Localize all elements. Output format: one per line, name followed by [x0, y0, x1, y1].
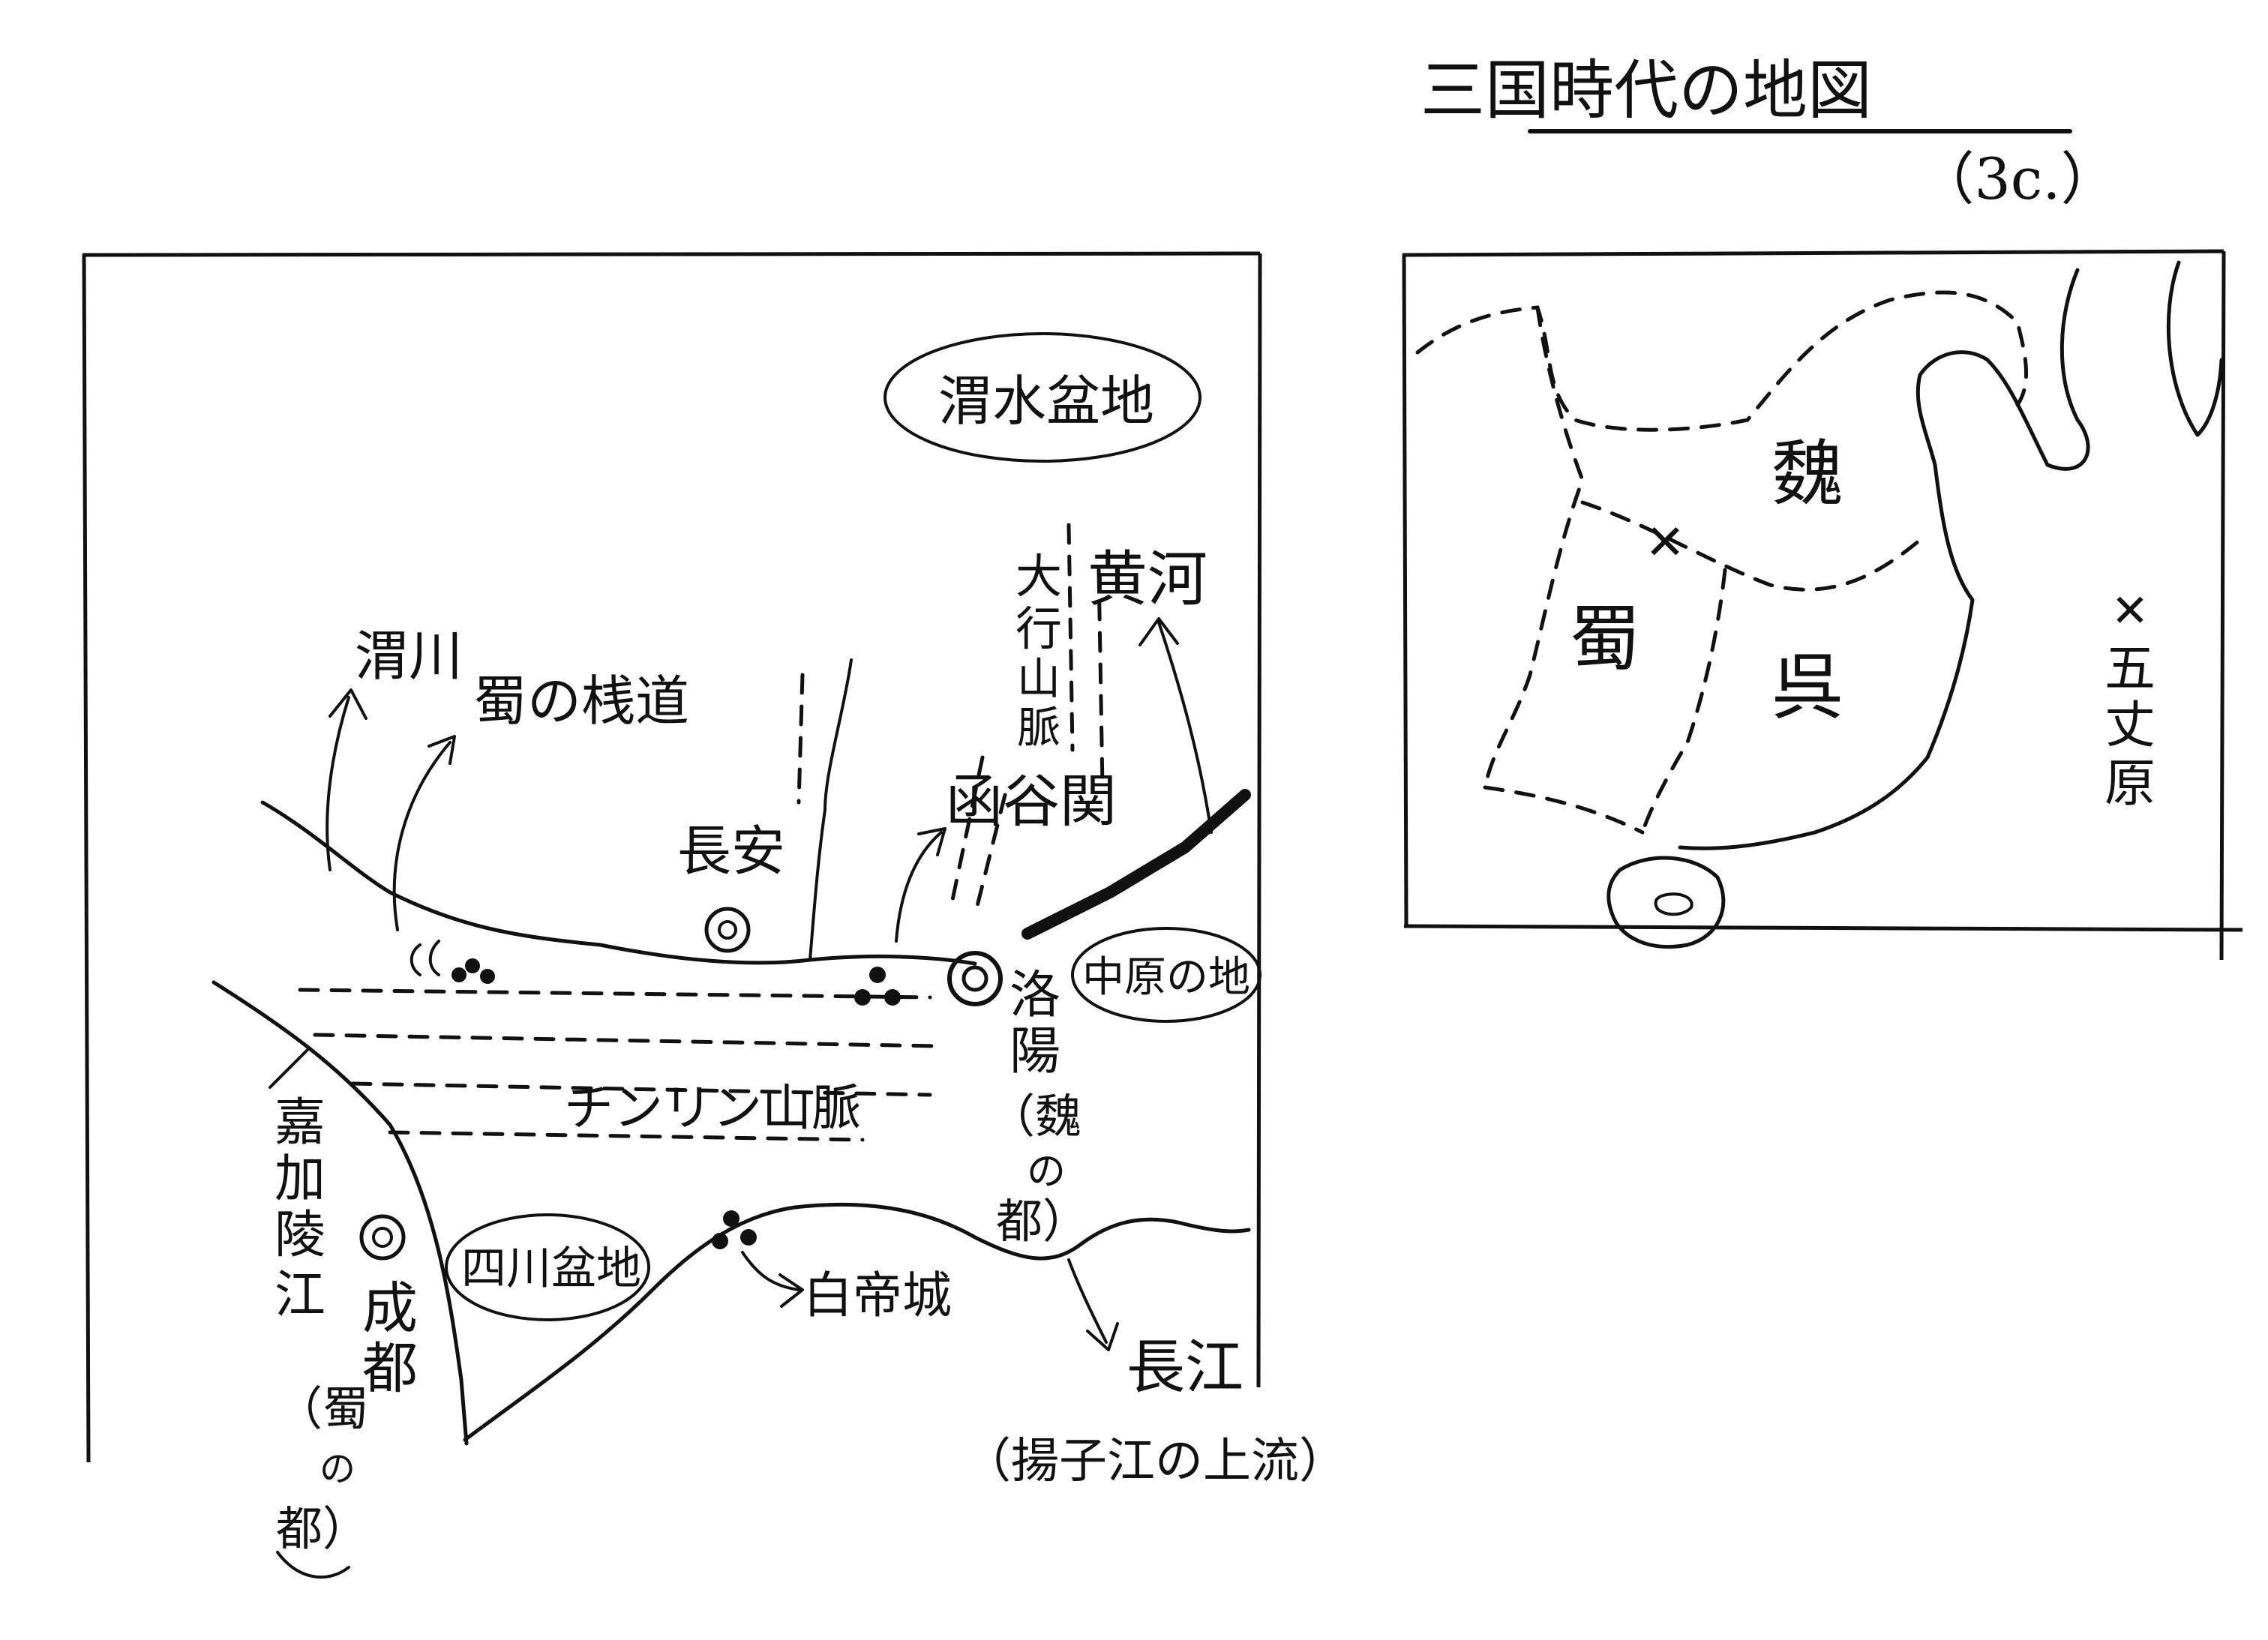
luoyang-label-5: 都） — [996, 1194, 1089, 1249]
taihang-label-2: 行 — [1016, 601, 1062, 656]
shu-south-border — [1483, 785, 1645, 835]
sichuan-basin-label: 四川盆地 — [461, 1243, 641, 1295]
weishui-basin-label: 渭水盆地 — [938, 370, 1154, 433]
inset-map: 魏 ✕ 蜀 呉 — [1402, 249, 2243, 961]
luoyang-label-4: の — [1027, 1150, 1066, 1195]
luoyang-dot-1 — [869, 967, 886, 983]
yangtze-note-label: （揚子江の上流） — [963, 1434, 1347, 1489]
wei-wu-border — [1580, 500, 1922, 592]
changan-marker-inner — [718, 920, 737, 940]
map-subtitle: （3c.） — [1917, 145, 2117, 212]
qinling-label: チンリン山脈 — [564, 1079, 861, 1137]
baidi-label: 白帝城 — [803, 1267, 952, 1324]
jialing-label-3: 陵 — [274, 1206, 326, 1265]
shu-plankway-label: 蜀の桟道 — [473, 670, 689, 733]
luoyang-dot-2 — [854, 989, 871, 1006]
luoyang-label-2: 陽 — [1010, 1022, 1060, 1081]
jialing-label-4: 江 — [274, 1266, 326, 1325]
jialing-pointer — [268, 1048, 309, 1089]
chengdu-label-1: 成 — [362, 1276, 418, 1341]
qinling-hatching — [298, 988, 940, 1142]
zhongyuan-outline — [1071, 927, 1262, 1023]
coastline — [1678, 268, 2090, 850]
chengdu-marker-outer — [359, 1214, 406, 1261]
jialing-label-2: 加 — [274, 1150, 326, 1209]
wuzhang-x-mark: ✕ — [2111, 585, 2149, 637]
ridge-dashes — [796, 673, 805, 805]
huanghe-label: 黄河 — [1088, 544, 1208, 614]
battle-x-mark: ✕ — [1645, 515, 1685, 571]
changan-marker-outer — [704, 907, 751, 953]
luoyang-dot-3 — [884, 989, 901, 1006]
plankway-dot-2 — [465, 958, 480, 973]
wuzhang-label-1: 五 — [2104, 640, 2156, 699]
baidi-dot-2 — [712, 1233, 728, 1249]
zhongyuan-label: 中原の地 — [1082, 953, 1250, 1002]
hainan-inner — [1654, 892, 1694, 916]
luoyang-marker-outer — [947, 951, 1003, 1006]
changjiang-arrow — [1067, 1258, 1119, 1351]
weishui-basin-outline — [884, 332, 1202, 463]
river-branch — [808, 658, 853, 961]
yellow-river-arrow — [1138, 617, 1213, 834]
plankway-dot-1 — [452, 967, 466, 982]
chengdu-label-3: （蜀 — [276, 1381, 369, 1436]
chengdu-marker-inner — [372, 1227, 393, 1248]
luoyang-label-3: （魏 — [988, 1089, 1082, 1144]
taihang-label-3: 山 — [1017, 653, 1060, 704]
taihang-label-4: 脈 — [1017, 702, 1060, 753]
baidi-dot-1 — [723, 1210, 740, 1227]
jialing-label-1: 嘉 — [274, 1093, 326, 1153]
wei-shu-border — [1483, 305, 1585, 790]
baidi-arrow — [741, 1251, 804, 1308]
inset-map-frame — [1402, 249, 2243, 961]
hangu-pass-arrow — [895, 827, 946, 943]
wei-kingdom-label: 魏 — [1772, 432, 1844, 516]
chengdu-label-2: 都 — [362, 1336, 418, 1401]
plankway-bracket — [410, 940, 440, 976]
shu-kingdom-label: 蜀 — [1569, 597, 1641, 681]
luoyang-label-1: 洛 — [1010, 966, 1060, 1025]
wuzhang-label-2: 丈 — [2104, 696, 2156, 755]
changan-label: 長安 — [677, 820, 785, 883]
chengdu-bracket — [276, 1551, 350, 1579]
chengdu-label-5: 都） — [276, 1501, 369, 1556]
yellow-river — [1022, 789, 1251, 940]
chengdu-label-4: の — [320, 1448, 356, 1490]
main-map: 渭水盆地 黄河 大 行 山 脈 函谷関 渭川 蜀の桟道 長安 — [82, 251, 1347, 1579]
shu-plankway-arrow — [392, 735, 456, 931]
plankway-dot-3 — [480, 969, 495, 984]
baidi-dot-3 — [740, 1229, 757, 1246]
hangu-pass-label: 函谷関 — [946, 768, 1117, 835]
jialing-river — [212, 980, 469, 1446]
main-map-frame — [82, 251, 1262, 1463]
wuzhang-label-3: 原 — [2104, 754, 2156, 814]
wu-kingdom-label: 呉 — [1772, 646, 1844, 730]
hainan-island — [1606, 856, 1726, 949]
shu-wu-border — [1640, 568, 1727, 835]
yangtze-river — [463, 1202, 1251, 1442]
east-island — [2166, 260, 2224, 437]
changjiang-label: 長江 — [1126, 1334, 1244, 1402]
taihang-label-1: 大 — [1016, 549, 1062, 604]
wei-river-line — [260, 800, 977, 966]
luoyang-marker-inner — [962, 965, 988, 992]
sichuan-basin-outline — [445, 1213, 650, 1321]
weichuan-arrow — [326, 688, 368, 871]
taihang-hatching — [950, 523, 1105, 917]
weichuan-label: 渭川 — [355, 625, 463, 688]
map-title: 三国時代の地図 — [1420, 53, 1872, 128]
